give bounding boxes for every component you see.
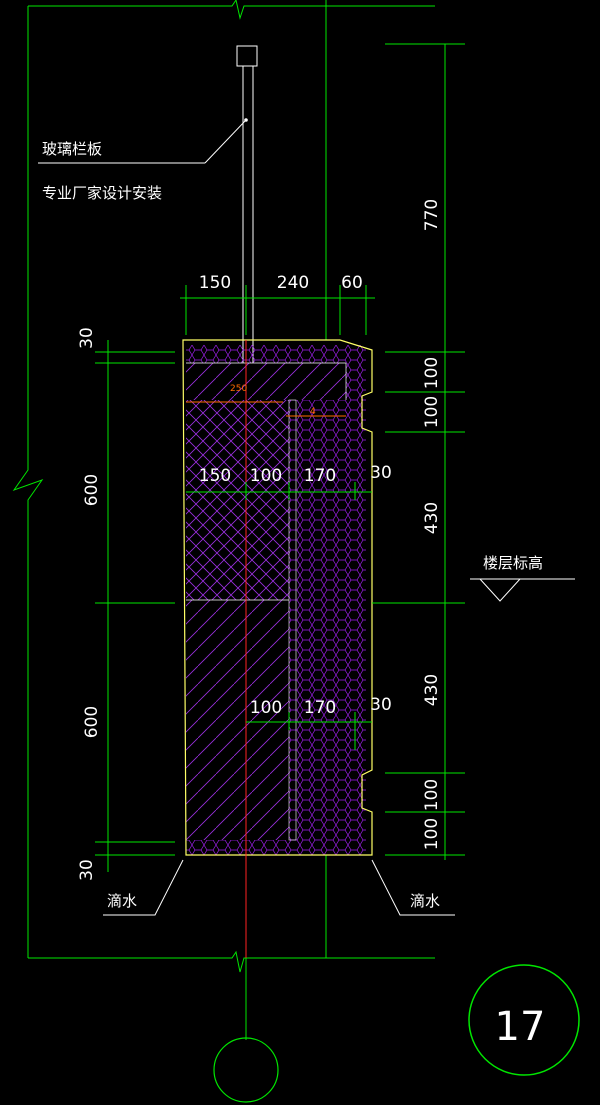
dim-left-30-b: 30 xyxy=(77,859,97,881)
dim-inner-row2 xyxy=(246,712,372,750)
rebar-detail xyxy=(186,401,346,417)
dim-inner-170-b: 170 xyxy=(304,698,336,718)
dim-top-150: 150 xyxy=(199,273,231,293)
dim-small-1: 250 xyxy=(230,384,247,394)
dim-inner-row1 xyxy=(186,482,372,500)
dim-top-60: 60 xyxy=(341,273,363,293)
glass-callout-leader xyxy=(38,119,247,164)
drip-lines xyxy=(103,859,455,916)
dim-texts-right: 770 100 100 430 430 100 100 xyxy=(422,199,442,850)
callout-glass-panel: 玻璃栏板 xyxy=(42,140,102,158)
dim-770: 770 xyxy=(422,199,442,231)
dim-100-b: 100 xyxy=(422,396,442,428)
dim-inner-30-b: 30 xyxy=(370,695,392,715)
dim-left-600-a: 600 xyxy=(82,474,102,506)
axis-bubble xyxy=(213,1037,279,1103)
dim-inner-150: 150 xyxy=(199,466,231,486)
floor-level-label: 楼层标高 xyxy=(483,554,543,572)
dim-left-600-b: 600 xyxy=(82,706,102,738)
drip-label-left: 滴水 xyxy=(107,892,137,910)
section-body xyxy=(186,345,366,855)
dim-100-d: 100 xyxy=(422,818,442,850)
floor-level-marker xyxy=(372,578,575,604)
detail-number: 17 xyxy=(495,1004,546,1050)
dim-inner-30-a: 30 xyxy=(370,463,392,483)
dim-100-c: 100 xyxy=(422,779,442,811)
dim-430-b: 430 xyxy=(422,674,442,706)
glass-panel-post xyxy=(236,45,261,394)
drip-label-right: 滴水 xyxy=(410,892,440,910)
dim-small-2: 4 xyxy=(310,407,316,417)
dim-inner-100-a: 100 xyxy=(250,466,282,486)
callout-dot xyxy=(244,118,248,122)
dim-chain-top xyxy=(180,285,375,335)
dim-inner-170-a: 170 xyxy=(304,466,336,486)
dim-inner-100-b: 100 xyxy=(250,698,282,718)
callout-install: 专业厂家设计安装 xyxy=(42,184,162,202)
dim-top-240: 240 xyxy=(277,273,309,293)
dim-430-a: 430 xyxy=(422,502,442,534)
detail-number-circle xyxy=(468,964,580,1076)
frame-lines xyxy=(12,0,435,973)
dim-chain-right xyxy=(385,43,465,860)
dim-100-a: 100 xyxy=(422,357,442,389)
dim-chain-left xyxy=(95,340,175,872)
dim-left-30-a: 30 xyxy=(77,327,97,349)
section-outline xyxy=(182,339,373,856)
